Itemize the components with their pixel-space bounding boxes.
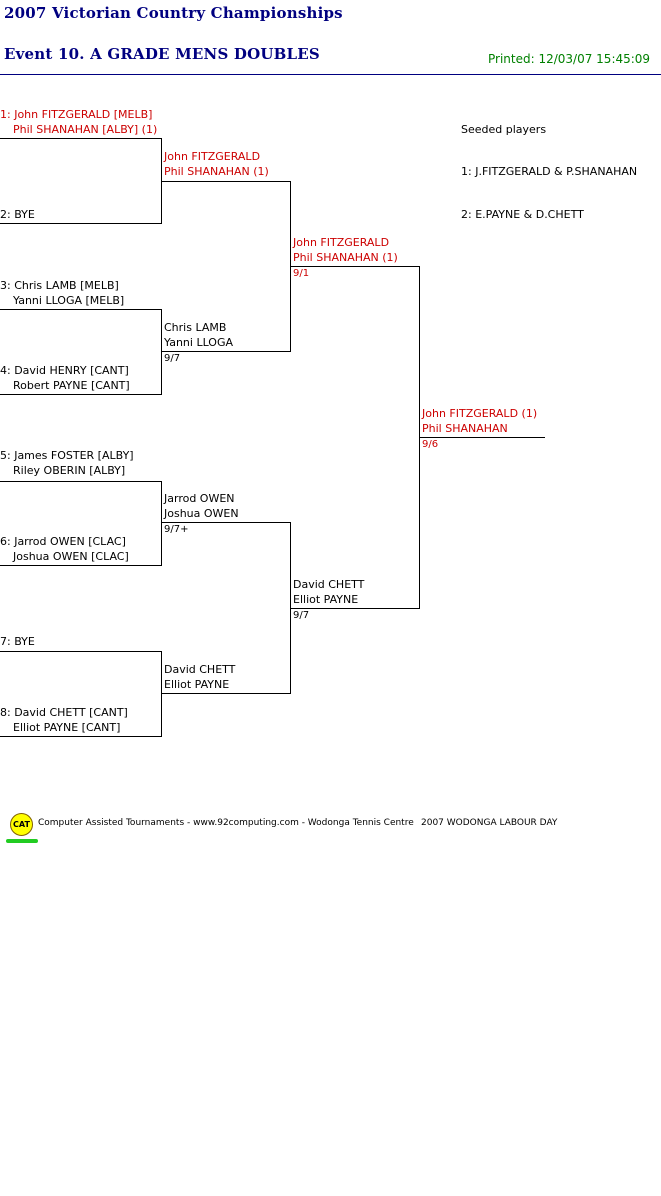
bracket-line [419, 266, 420, 609]
logo-underline [6, 839, 38, 843]
event-title: Event 10. A GRADE MENS DOUBLES [4, 45, 320, 63]
final-score: 9/6 [422, 439, 439, 450]
bracket-line [0, 138, 162, 139]
r1-entry-4-line1: 4: David HENRY [CANT] [0, 364, 129, 377]
bracket-line [291, 266, 420, 267]
r1-entry-8-line1: 8: David CHETT [CANT] [0, 706, 128, 719]
seed-item: 2: E.PAYNE & D.CHETT [461, 208, 584, 221]
final-winner-line1: John FITZGERALD (1) [422, 407, 538, 420]
bracket-line [162, 351, 291, 352]
bracket-line [0, 394, 162, 395]
championship-title: 2007 Victorian Country Championships [4, 4, 343, 22]
seeded-players-label: Seeded players [461, 123, 547, 136]
seed-item: 1: J.FITZGERALD & P.SHANAHAN [461, 165, 638, 178]
bracket-line [161, 138, 162, 224]
r1-entry-7-line1: 7: BYE [0, 635, 35, 648]
footer-event-name: 2007 WODONGA LABOUR DAY [421, 818, 558, 828]
sf-1-score: 9/1 [293, 268, 310, 279]
sf-1-line1: John FITZGERALD [293, 236, 390, 249]
bracket-line [0, 481, 162, 482]
footer-credit: Computer Assisted Tournaments - www.92co… [38, 818, 414, 828]
r1-entry-8-line2: Elliot PAYNE [CANT] [13, 721, 121, 734]
sf-1-line2: Phil SHANAHAN (1) [293, 251, 398, 264]
r1-entry-1-line2: Phil SHANAHAN [ALBY] (1) [13, 123, 158, 136]
bracket-line [162, 522, 291, 523]
bracket-line [162, 181, 291, 182]
bracket-line [290, 522, 291, 694]
header-divider [0, 74, 661, 75]
bracket-line [161, 481, 162, 566]
r1-entry-5-line2: Riley OBERIN [ALBY] [13, 464, 126, 477]
bracket-line [0, 651, 162, 652]
r1-entry-6-line1: 6: Jarrod OWEN [CLAC] [0, 535, 126, 548]
bracket-line [290, 181, 291, 352]
r2-match-3-score: 9/7+ [164, 524, 189, 535]
bracket-line [420, 437, 545, 438]
sf-2-line1: David CHETT [293, 578, 365, 591]
r2-match-2-score: 9/7 [164, 353, 181, 364]
r1-entry-3-line2: Yanni LLOGA [MELB] [13, 294, 125, 307]
printed-timestamp: Printed: 12/03/07 15:45:09 [488, 52, 651, 66]
r2-match-2-line2: Yanni LLOGA [164, 336, 234, 349]
bracket-line [291, 608, 420, 609]
r1-entry-2-line1: 2: BYE [0, 208, 35, 221]
r2-match-1-line1: John FITZGERALD [164, 150, 261, 163]
r1-entry-5-line1: 5: James FOSTER [ALBY] [0, 449, 134, 462]
r2-match-4-line1: David CHETT [164, 663, 236, 676]
r2-match-2-line1: Chris LAMB [164, 321, 227, 334]
bracket-line [161, 309, 162, 395]
bracket-line [0, 309, 162, 310]
sf-2-score: 9/7 [293, 610, 310, 621]
r1-entry-4-line2: Robert PAYNE [CANT] [13, 379, 130, 392]
sf-2-line2: Elliot PAYNE [293, 593, 359, 606]
r1-entry-1-line1: 1: John FITZGERALD [MELB] [0, 108, 153, 121]
bracket-line [0, 223, 162, 224]
r2-match-1-line2: Phil SHANAHAN (1) [164, 165, 269, 178]
r2-match-4-line2: Elliot PAYNE [164, 678, 230, 691]
bracket-line [0, 565, 162, 566]
final-winner-line2: Phil SHANAHAN [422, 422, 508, 435]
bracket-line [162, 693, 291, 694]
cat-logo-icon: CAT [10, 813, 33, 836]
r2-match-3-line1: Jarrod OWEN [164, 492, 235, 505]
bracket-line [161, 651, 162, 737]
r2-match-3-line2: Joshua OWEN [164, 507, 239, 520]
bracket-line [0, 736, 162, 737]
r1-entry-6-line2: Joshua OWEN [CLAC] [13, 550, 129, 563]
r1-entry-3-line1: 3: Chris LAMB [MELB] [0, 279, 119, 292]
